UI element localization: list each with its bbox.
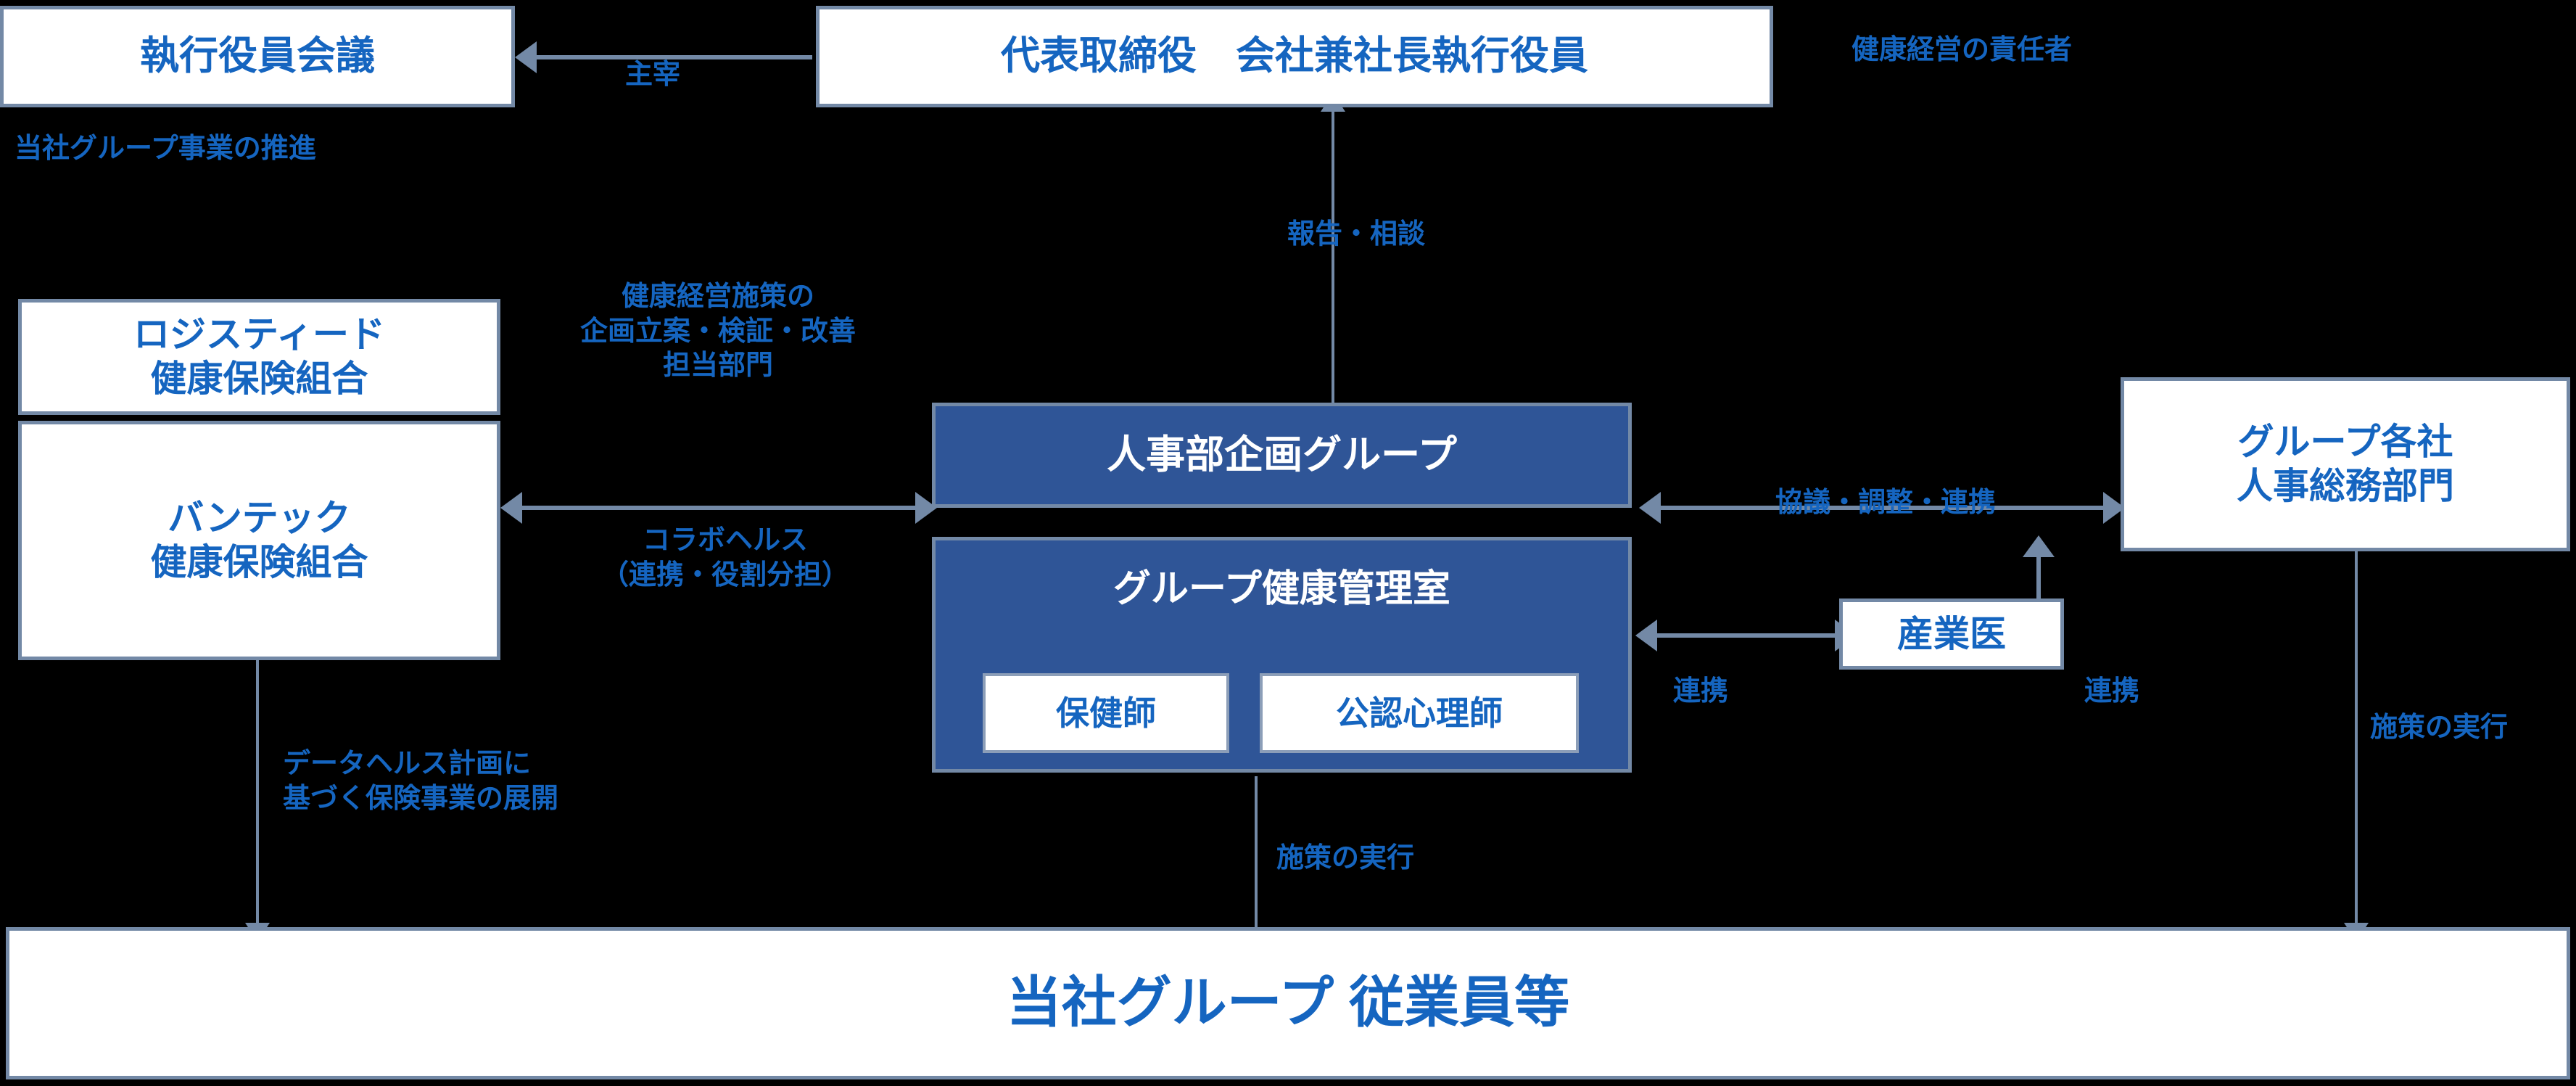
node-certified-psychologist[interactable]: 公認心理師 [1260, 673, 1579, 753]
connector-group-companies-to-employees [2355, 551, 2358, 925]
connector-group-companies-to-physician-vertical [2036, 551, 2041, 638]
node-occupational-physician-label: 産業医 [1897, 613, 2006, 654]
arrowhead-executive-meeting [515, 41, 537, 73]
annotation-cooperate-left: 連携 [1672, 676, 1728, 707]
node-public-health-nurse-label: 保健師 [1056, 694, 1156, 732]
node-occupational-physician[interactable]: 産業医 [1839, 598, 2064, 670]
node-certified-psychologist-label: 公認心理師 [1336, 694, 1503, 732]
connector-hr-to-president [1332, 109, 1334, 435]
node-logisteed-kenpo[interactable]: ロジスティード 健康保険組合 [18, 299, 500, 415]
node-president-label: 代表取締役 会社兼社長執行役員 [1001, 34, 1588, 78]
connector-health-office-to-physician [1657, 633, 1849, 638]
node-logisteed-kenpo-label: ロジスティード 健康保険組合 [133, 314, 385, 399]
node-hr-planning-group[interactable]: 人事部企画グループ [932, 403, 1632, 508]
annotation-data-health-plan: データヘルス計画に 基づく保険事業の展開 [283, 749, 559, 814]
node-public-health-nurse[interactable]: 保健師 [983, 673, 1229, 753]
annotation-policy-execution-center: 施策の実行 [1276, 843, 1415, 873]
annotation-chair: 主宰 [624, 59, 680, 90]
node-group-companies-hr[interactable]: グループ各社 人事総務部門 [2121, 377, 2570, 551]
node-executive-meeting-label: 執行役員会議 [140, 34, 375, 78]
annotation-planning-department: 健康経営施策の 企画立案・検証・改善 担当部門 [579, 281, 856, 381]
node-president[interactable]: 代表取締役 会社兼社長執行役員 [816, 6, 1773, 107]
annotation-discuss-adjust-cooperate: 協議・調整・連携 [1775, 488, 1996, 518]
connector-president-to-executive-meeting [537, 55, 812, 59]
node-hr-planning-group-label: 人事部企画グループ [1107, 432, 1457, 477]
arrowhead-kenpo-left [500, 492, 522, 524]
connector-health-office-to-employees [1255, 776, 1258, 932]
connector-hr-planning-to-group-companies [1661, 506, 2118, 510]
node-vantec-kenpo[interactable]: バンテック 健康保険組合 [18, 421, 500, 660]
node-executive-meeting[interactable]: 執行役員会議 [0, 6, 515, 107]
annotation-collabo-health: コラボヘルス （連携・役割分担） [600, 525, 849, 591]
arrowhead-group-companies-bottom [2023, 535, 2055, 557]
arrowhead-health-office-right [1635, 620, 1657, 651]
node-group-employees[interactable]: 当社グループ 従業員等 [6, 927, 2570, 1079]
annotation-report-consult: 報告・相談 [1287, 219, 1425, 250]
node-group-employees-label: 当社グループ 従業員等 [1006, 971, 1570, 1034]
node-group-companies-hr-label: グループ各社 人事総務部門 [2237, 421, 2454, 506]
annotation-health-mgmt-responsible: 健康経営の責任者 [1851, 35, 2072, 65]
connector-kenpo-to-hr-planning [522, 506, 928, 510]
connector-kenpo-to-employees [256, 657, 259, 925]
annotation-cooperate-right: 連携 [2084, 676, 2139, 707]
annotation-policy-execution-right: 施策の実行 [2370, 712, 2509, 743]
arrowhead-hr-planning-left [1639, 492, 1661, 524]
node-group-health-office-label: グループ健康管理室 [1113, 568, 1450, 610]
node-vantec-kenpo-label: バンテック 健康保険組合 [150, 498, 368, 583]
annotation-group-business-promotion: 当社グループ事業の推進 [15, 133, 316, 164]
